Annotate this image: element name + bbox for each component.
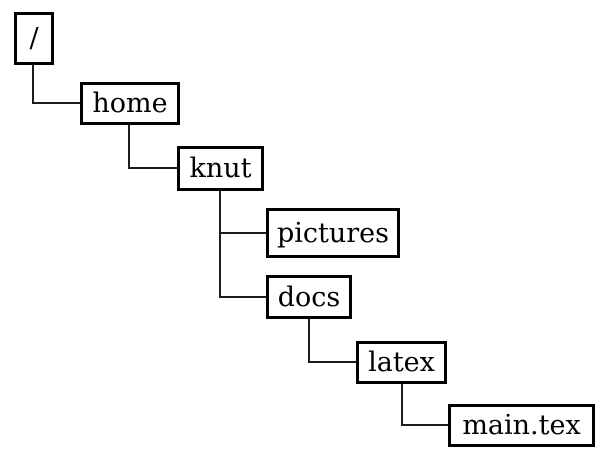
tree-node-home-label: home bbox=[92, 88, 168, 119]
tree-node-maintex-label: main.tex bbox=[462, 410, 581, 441]
edge-latex-maintex-vertical bbox=[401, 384, 403, 426]
tree-node-latex: latex bbox=[356, 341, 447, 384]
tree-node-knut-label: knut bbox=[189, 153, 252, 184]
tree-node-root: / bbox=[14, 12, 54, 65]
tree-node-knut: knut bbox=[177, 146, 264, 191]
tree-node-pictures: pictures bbox=[266, 208, 400, 258]
edge-root-home-horizontal bbox=[32, 102, 80, 104]
edge-home-knut-horizontal bbox=[128, 167, 177, 169]
edge-home-knut-vertical bbox=[128, 125, 130, 169]
edge-latex-maintex-horizontal bbox=[401, 424, 448, 426]
edge-knut-children-vertical bbox=[219, 191, 221, 298]
edge-root-home-vertical bbox=[32, 65, 34, 104]
tree-node-docs-label: docs bbox=[277, 281, 341, 313]
edge-knut-docs-horizontal bbox=[219, 296, 266, 298]
edge-knut-pictures-horizontal bbox=[219, 232, 266, 234]
tree-node-docs: docs bbox=[266, 275, 352, 319]
tree-node-pictures-label: pictures bbox=[276, 217, 390, 249]
edge-docs-latex-vertical bbox=[308, 319, 310, 363]
edge-docs-latex-horizontal bbox=[308, 361, 356, 363]
tree-node-maintex: main.tex bbox=[448, 404, 595, 447]
tree-node-latex-label: latex bbox=[368, 347, 435, 378]
tree-node-home: home bbox=[80, 82, 180, 125]
tree-node-root-label: / bbox=[29, 23, 39, 54]
